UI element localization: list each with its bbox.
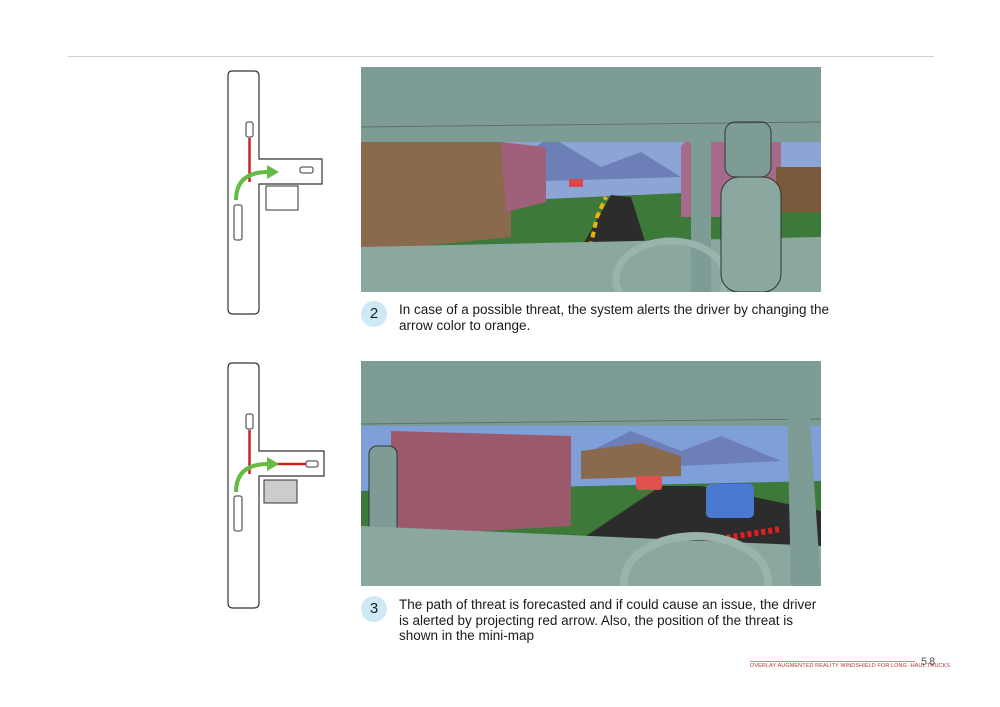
own-truck-cab — [245, 413, 254, 430]
turn-arrowhead — [267, 457, 279, 471]
threat-car-red — [636, 476, 662, 490]
turn-arrow — [234, 462, 269, 493]
own-truck-cab — [245, 121, 254, 138]
dashboard — [361, 526, 821, 586]
mountains — [511, 137, 681, 182]
step-description: The path of threat is forecasted and if … — [399, 597, 817, 643]
seat — [720, 176, 782, 292]
page-number: 58 — [921, 656, 938, 668]
threat-vehicle — [299, 166, 314, 174]
turn-arrow — [234, 170, 269, 201]
left-mirror — [368, 445, 398, 537]
a-pillar — [786, 361, 821, 586]
houses — [581, 443, 681, 479]
windshield-view-step-2 — [361, 67, 821, 292]
document-title: OVERLAY AUGMENTED REALITY WINDSHIELD FOR… — [750, 663, 951, 669]
left-building — [361, 137, 511, 252]
threat-vehicle — [305, 460, 319, 468]
red-forecast-arrow — [705, 526, 782, 544]
building-block — [263, 479, 298, 504]
distant-car — [569, 179, 583, 187]
mini-map-step-2 — [226, 68, 326, 318]
step-number-badge: 3 — [361, 596, 387, 622]
top-divider — [68, 56, 934, 57]
step-number-badge: 2 — [361, 301, 387, 327]
trailing-vehicle — [233, 204, 243, 241]
threat-car-blue — [706, 484, 754, 518]
building-block — [265, 185, 299, 211]
windshield-frame-top — [361, 361, 821, 426]
footer-divider — [750, 661, 915, 662]
windshield-view-step-3 — [361, 361, 821, 586]
steering-wheel — [620, 532, 772, 586]
a-pillar — [691, 67, 711, 292]
turn-arrowhead — [267, 165, 279, 179]
trailing-vehicle — [233, 495, 243, 532]
left-building — [391, 431, 571, 536]
side-mirror — [724, 121, 772, 178]
mini-map-step-3 — [226, 360, 326, 610]
step-description: In case of a possible threat, the system… — [399, 302, 829, 333]
